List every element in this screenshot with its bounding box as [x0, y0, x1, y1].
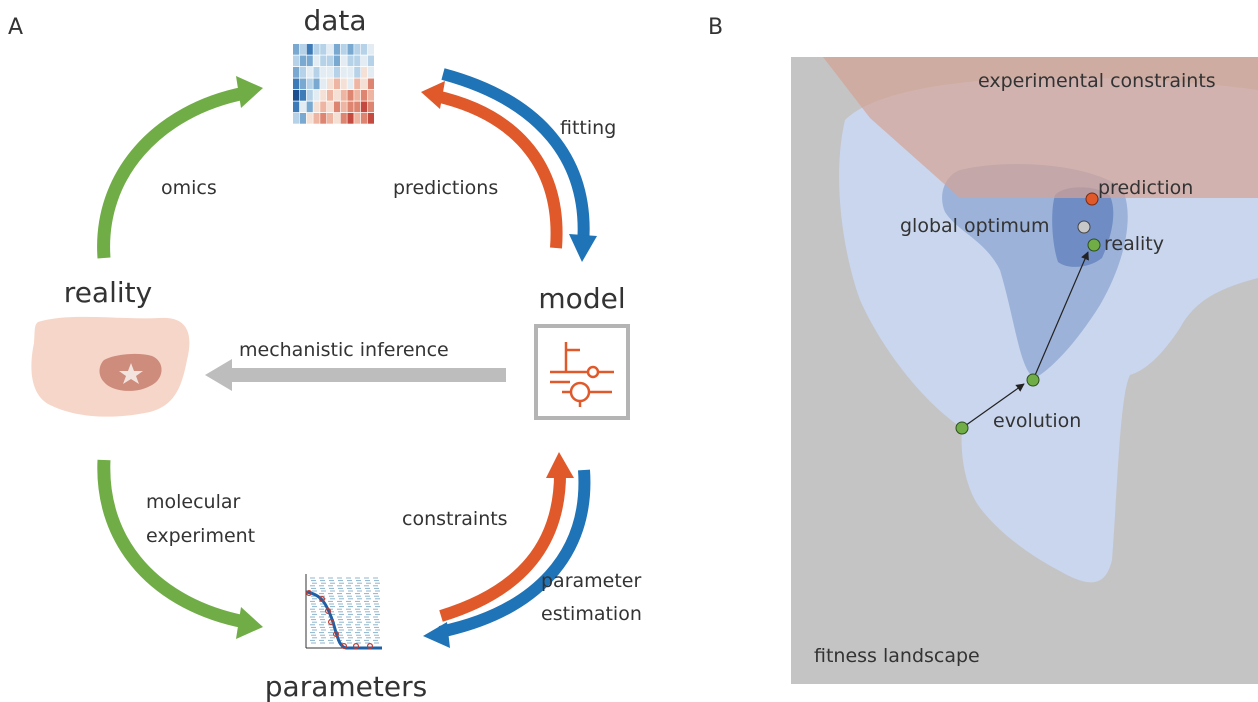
node-reality-label: reality	[64, 276, 152, 309]
arrow-constraints	[439, 452, 574, 622]
arrow-mechanistic-inference	[205, 359, 506, 391]
node-data-label: data	[303, 4, 366, 37]
edge-fitting-label: fitting	[560, 117, 616, 139]
edge-predictions-label: predictions	[393, 177, 498, 199]
parameters-plot-icon	[305, 574, 382, 650]
arrow-omics	[97, 76, 263, 259]
panel-b: B experimental constraints prediction gl…	[708, 15, 1258, 684]
evolution-label: evolution	[993, 410, 1081, 432]
prediction-point	[1085, 192, 1099, 206]
prediction-label: prediction	[1098, 177, 1193, 199]
edge-molecular-experiment-label-1: molecular	[146, 491, 241, 513]
fitness-landscape-label: fitness landscape	[814, 645, 980, 667]
experimental-constraints-label: experimental constraints	[978, 70, 1216, 92]
edge-parameter-estimation-label-1: parameter	[541, 570, 641, 592]
model-circuit-icon	[534, 324, 630, 420]
global-optimum-point	[1077, 220, 1091, 234]
reality-label: reality	[1104, 233, 1164, 255]
panel-a: A data model parameters reality	[8, 4, 642, 702]
edge-omics-label: omics	[161, 177, 217, 199]
node-parameters-label: parameters	[265, 670, 427, 702]
node-model-label: model	[538, 282, 625, 315]
evolution-trajectory	[955, 251, 1089, 435]
arrow-fitting	[441, 68, 597, 262]
evolution-mid-point	[1026, 373, 1040, 387]
edge-molecular-experiment-label-2: experiment	[146, 525, 255, 547]
edge-parameter-estimation-label-2: estimation	[541, 603, 642, 625]
arrow-predictions	[421, 81, 563, 249]
evolution-start-point	[955, 421, 969, 435]
reality-cell-icon	[31, 316, 190, 417]
data-heatmap-icon	[293, 44, 374, 124]
edge-mechanistic-inference-label: mechanistic inference	[239, 339, 449, 361]
global-optimum-label: global optimum	[900, 215, 1049, 237]
panel-a-letter: A	[8, 15, 23, 40]
panel-b-letter: B	[708, 15, 723, 40]
edge-constraints-label: constraints	[402, 508, 508, 530]
reality-point	[1087, 238, 1101, 252]
arrow-parameter-estimation	[423, 469, 591, 648]
experimental-constraints-region	[823, 57, 1258, 198]
arrow-molecular-experiment	[97, 459, 263, 639]
